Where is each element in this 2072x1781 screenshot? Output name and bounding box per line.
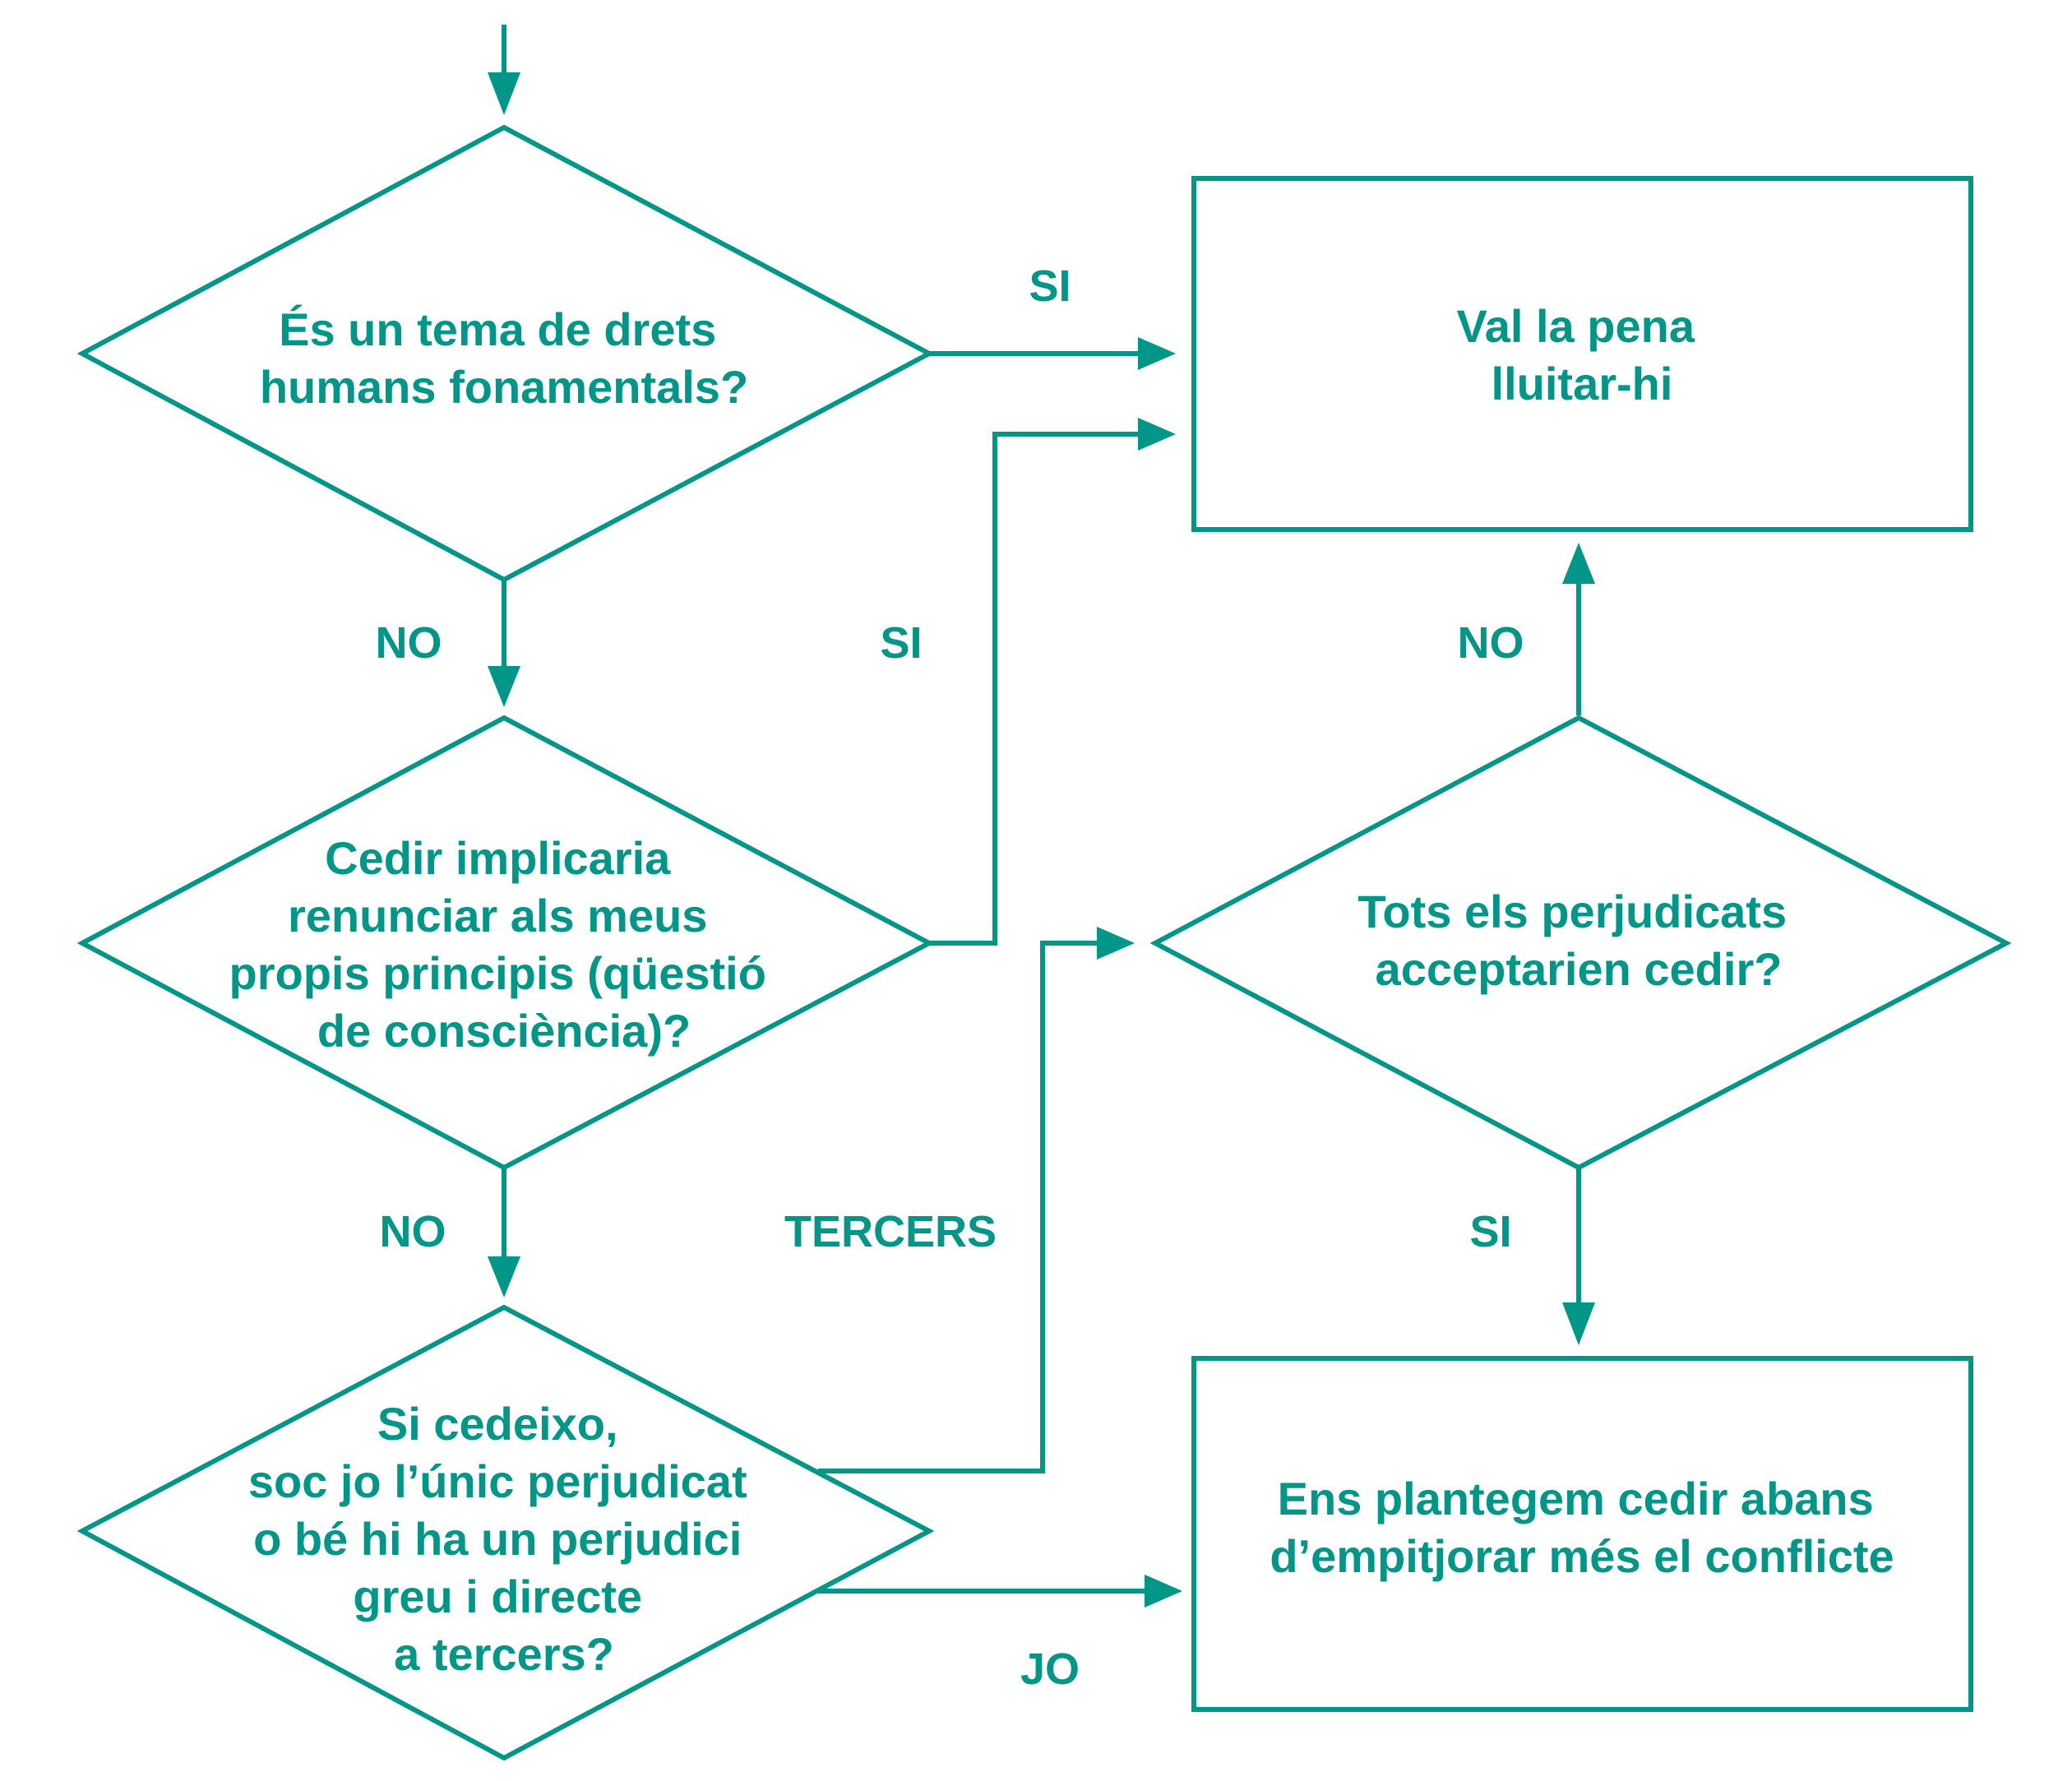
decision-q2-diamond <box>76 715 935 1171</box>
decision-q4-line-1: Tots els perjudicats <box>1357 886 1787 937</box>
edge-label-q3-jo: JO <box>1020 1645 1080 1694</box>
decision-q3-line-3: o bé hi ha un perjudici <box>253 1513 742 1565</box>
result-r1: Val la pena lluitar-hi <box>1191 176 1973 532</box>
decision-q1-diamond <box>76 124 935 583</box>
decision-q2-line-2: renunciar als meus <box>288 890 707 941</box>
decision-q2: Cedir implicaria renunciar als meus prop… <box>76 715 935 1171</box>
decision-q3-line-1: Si cedeixo, <box>377 1398 618 1450</box>
decision-q2-line-4: de consciència)? <box>317 1005 691 1057</box>
edge-label-q2-si: SI <box>880 618 922 668</box>
edge-label-q4-no: NO <box>1458 618 1524 668</box>
decision-q1-line-2: humans fonamentals? <box>260 361 748 413</box>
edge-label-q1-no: NO <box>376 618 442 668</box>
result-r1-line-1: Val la pena <box>1456 300 1695 352</box>
edge-label-q1-si: SI <box>1029 261 1071 311</box>
decision-q3-line-4: greu i directe <box>353 1571 642 1622</box>
decision-q3-diamond <box>76 1304 935 1761</box>
result-r1-text: Val la pena lluitar-hi <box>1456 300 1707 409</box>
result-r1-box <box>1191 176 1973 532</box>
edge-label-q3-tercers: TERCERS <box>784 1207 997 1256</box>
decision-q4-diamond <box>1149 715 2012 1171</box>
result-r2-text: Ens plantegem cedir abans d’empitjorar m… <box>1270 1473 1894 1582</box>
q1-si-arrow-head <box>1138 337 1176 370</box>
decision-q4-line-2: acceptarien cedir? <box>1376 943 1783 995</box>
q2-si-arrow-line <box>929 432 1140 946</box>
connectors <box>488 25 1595 1608</box>
decision-q1-text: És un tema de drets humans fonamentals? <box>260 303 748 413</box>
result-r2-line-1: Ens plantegem cedir abans <box>1278 1473 1874 1524</box>
entry-arrow-head <box>488 72 520 115</box>
decision-q4: Tots els perjudicats acceptarien cedir? <box>1149 715 2012 1171</box>
decision-q3-line-2: soc jo l’únic perjudicat <box>248 1455 747 1507</box>
decision-q4-text: Tots els perjudicats acceptarien cedir? <box>1357 886 1799 995</box>
decision-q1: És un tema de drets humans fonamentals? <box>76 124 935 583</box>
edge-label-q2-no: NO <box>380 1207 446 1256</box>
decision-q2-line-1: Cedir implicaria <box>325 832 671 884</box>
q4-no-arrow-head <box>1562 543 1595 584</box>
decision-q3-text: Si cedeixo, soc jo l’únic perjudicat o b… <box>248 1398 760 1680</box>
result-r2: Ens plantegem cedir abans d’empitjorar m… <box>1191 1356 1973 1712</box>
result-r2-line-2: d’empitjorar més el conflicte <box>1270 1530 1894 1582</box>
decision-q1-line-1: És un tema de drets <box>279 303 716 355</box>
decision-q3-line-5: a tercers? <box>394 1628 614 1680</box>
q2-si-arrow-head <box>1138 418 1176 451</box>
decision-q2-text: Cedir implicaria renunciar als meus prop… <box>229 832 779 1057</box>
result-r2-box <box>1191 1356 1973 1712</box>
result-r1-line-2: lluitar-hi <box>1492 358 1673 409</box>
edge-label-q4-si: SI <box>1469 1207 1511 1256</box>
decision-q3: Si cedeixo, soc jo l’únic perjudicat o b… <box>76 1304 935 1761</box>
q3-jo-arrow-head <box>1145 1575 1182 1608</box>
q3-tercers-arrow-line <box>818 941 1098 1473</box>
q2-no-arrow-head <box>488 1256 520 1298</box>
decision-q2-line-3: propis principis (qüestió <box>229 947 766 999</box>
q1-no-arrow-head <box>488 666 520 707</box>
edge-labels: SI NO SI NO TERCERS JO NO SI <box>376 261 1524 1694</box>
q4-si-arrow-head <box>1562 1302 1595 1345</box>
q3-tercers-arrow-head <box>1097 927 1135 960</box>
